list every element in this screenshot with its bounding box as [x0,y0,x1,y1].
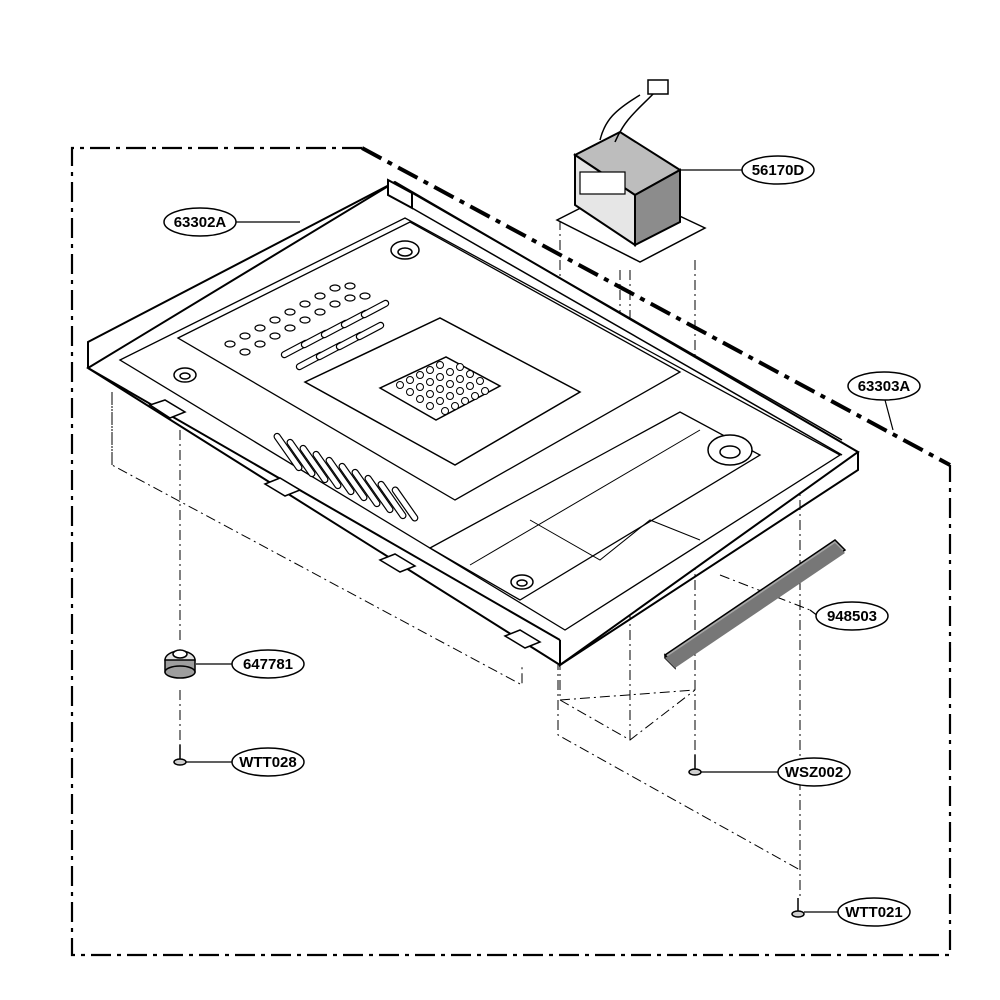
assembly-boundary [70,146,952,957]
label-63302A: 63302A [174,214,227,231]
label-WTT028: WTT028 [239,754,297,771]
callout-WTT028: WTT028 [231,747,305,777]
label-948503: 948503 [827,608,877,625]
callout-948503: 948503 [815,601,889,631]
transformer [555,79,707,263]
screw-corner-part [791,898,805,918]
screws [173,745,805,918]
callout-63303A: 63303A [847,371,921,401]
label-63303A: 63303A [858,378,911,395]
mounting-bosses [173,240,753,590]
base-plate [86,178,860,667]
label-647781: 647781 [243,656,293,673]
screw-foot-part [173,745,187,766]
foot [164,649,196,679]
front-louvers [273,432,419,522]
label-WTT021: WTT021 [845,904,903,921]
center-grille [396,361,489,415]
callout-WTT021: WTT021 [837,897,911,927]
filter-strip [663,539,847,670]
vent-pattern [224,282,390,371]
screw-transformer-part [688,755,702,776]
front-tabs [148,399,542,649]
callout-WSZ002: WSZ002 [777,757,851,787]
label-WSZ002: WSZ002 [785,764,843,781]
callout-56170D: 56170D [741,155,815,185]
callout-63302A: 63302A [163,207,237,237]
label-56170D: 56170D [752,162,805,179]
callout-647781: 647781 [231,649,305,679]
